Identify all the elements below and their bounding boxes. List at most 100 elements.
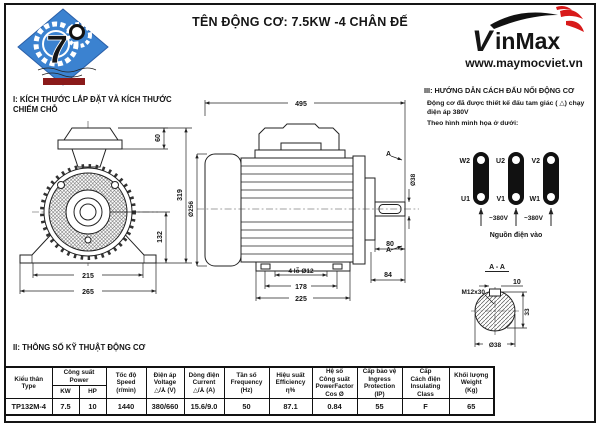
- sheet-border: [4, 3, 596, 423]
- value-current: 15.6/9.0: [183, 398, 225, 416]
- dim-foot-len: 225: [295, 296, 307, 303]
- brand-v: V: [472, 25, 495, 57]
- section-mark-top: A: [386, 151, 391, 158]
- page-title: TÊN ĐỘNG CƠ: 7.5KW -4 CHÂN ĐẾ: [192, 15, 408, 29]
- fan-cowl: [204, 153, 242, 267]
- logo-degree-ring: [69, 24, 85, 40]
- bolt-hole-right: [111, 181, 119, 189]
- thread-label: M12x30: [462, 289, 486, 296]
- terminal-v2: V2: [531, 158, 540, 165]
- value-weight: 65: [448, 398, 495, 416]
- terminal-links: [473, 152, 559, 205]
- dim-key-width: 10: [513, 279, 521, 286]
- section3-heading: III: HƯỚNG DẪN CÁCH ĐẤU NỐI ĐỘNG CƠ: [424, 86, 575, 95]
- logo-swoosh: [490, 12, 558, 29]
- front-view-drawing: 60 319 132 215 265: [19, 121, 192, 296]
- section3-description: Động cơ đã được thiết kế đấu tam giác ( …: [427, 99, 591, 129]
- value-type: TP132M-4: [4, 398, 53, 416]
- dim-length: 495: [295, 101, 307, 108]
- dim-shaft-len: 80: [386, 241, 394, 248]
- keyway-slot: [489, 288, 501, 297]
- section3-desc-line1: Động cơ đã được thiết kế đấu tam giác ( …: [427, 100, 585, 107]
- drain-hole: [84, 236, 92, 244]
- section2-heading: II: THÔNG SỐ KỸ THUẬT ĐỘNG CƠ: [13, 343, 146, 352]
- voltage-label-2: ~380V: [524, 215, 544, 222]
- section1-heading-line2: CHIẾM CHỖ: [13, 104, 58, 114]
- end-bell: [352, 155, 366, 265]
- value-kw: 7.5: [51, 398, 80, 416]
- value-powerfactor: 0.84: [311, 398, 358, 416]
- logo-flame-2: [566, 20, 584, 32]
- company-logo: 7: [17, 8, 109, 86]
- side-feet: [255, 261, 351, 272]
- value-protection: 55: [356, 398, 403, 416]
- section1-heading-line1: I: KÍCH THƯỚC LẮP ĐẶT VÀ KÍCH THƯỚC: [13, 95, 172, 104]
- section3-desc-line2: điện áp 380V: [427, 109, 469, 117]
- terminal-w1: W1: [530, 196, 541, 203]
- side-view-drawing: 495 Ø256 A A: [188, 100, 419, 303]
- value-insulation: F: [401, 398, 450, 416]
- value-efficiency: 87.1: [268, 398, 313, 416]
- terminal-box-neck: [71, 148, 107, 168]
- wiring-diagram: W2 U2 V2 U1 V1 W1 ~380V ~380V Nguồn điện…: [460, 152, 559, 239]
- dim-shaft-dia: Ø38: [410, 173, 417, 186]
- terminal-box-flange: [57, 139, 123, 150]
- brand-rest: inMax: [495, 28, 560, 54]
- section-aa-drawing: A - A 10 M12x30 33 Ø38: [462, 264, 532, 349]
- website-text: www.maymocviet.vn: [465, 56, 583, 70]
- gear-inner-ring: [42, 30, 70, 58]
- col-subheader-kw: KW: [51, 385, 80, 400]
- value-hp: 10: [78, 398, 107, 416]
- value-frequency: 50: [223, 398, 270, 416]
- power-source-label: Nguồn điện vào: [490, 230, 543, 239]
- dim-shaft-offset: 84: [384, 272, 392, 279]
- shaft-section: [474, 290, 516, 332]
- col-subheader-hp: HP: [78, 385, 107, 400]
- logo-flame-3: [556, 6, 572, 10]
- dim-section-dia: Ø38: [489, 342, 502, 349]
- voltage-label-1: ~380V: [489, 215, 509, 222]
- dim-foot-width: 215: [82, 273, 94, 280]
- terminal-u2: U2: [496, 158, 505, 165]
- terminal-box-cap: [63, 127, 119, 141]
- holes-note: 4 lỗ Ø12: [288, 266, 314, 275]
- dim-box-height: 60: [155, 134, 162, 142]
- section-mark-bottom: A: [386, 247, 391, 254]
- logo-wave-1: [37, 67, 97, 73]
- value-speed: 1440: [105, 398, 147, 416]
- dim-total-height: 319: [177, 189, 184, 201]
- logo-banner: [43, 78, 85, 85]
- vinmax-logo: V inMax: [472, 6, 584, 57]
- dim-axis-height: 132: [157, 231, 164, 243]
- terminal-w2: W2: [460, 158, 471, 165]
- section1-heading: I: KÍCH THƯỚC LẮP ĐẶT VÀ KÍCH THƯỚC CHIẾ…: [13, 95, 213, 114]
- terminal-u1: U1: [461, 196, 470, 203]
- shaft-bore: [79, 203, 97, 221]
- logo-seven: 7: [46, 28, 68, 72]
- value-voltage: 380/660: [145, 398, 185, 416]
- section-aa-title: A - A: [489, 264, 505, 271]
- dim-frame-dia: Ø256: [188, 201, 195, 217]
- section3-desc-line3: Theo hình minh họa ở dưới:: [427, 120, 519, 128]
- dim-base-width: 265: [82, 289, 94, 296]
- spec-row: TP132M-4 7.5 10 1440 380/660 15.6/9.0 50…: [4, 398, 495, 416]
- gear-small-icon: [66, 22, 92, 48]
- dim-key-height: 33: [524, 308, 531, 316]
- logo-wave-2: [41, 72, 83, 78]
- motor-body: [240, 157, 354, 263]
- terminal-v1: V1: [496, 196, 505, 203]
- body-ribs: [241, 165, 353, 255]
